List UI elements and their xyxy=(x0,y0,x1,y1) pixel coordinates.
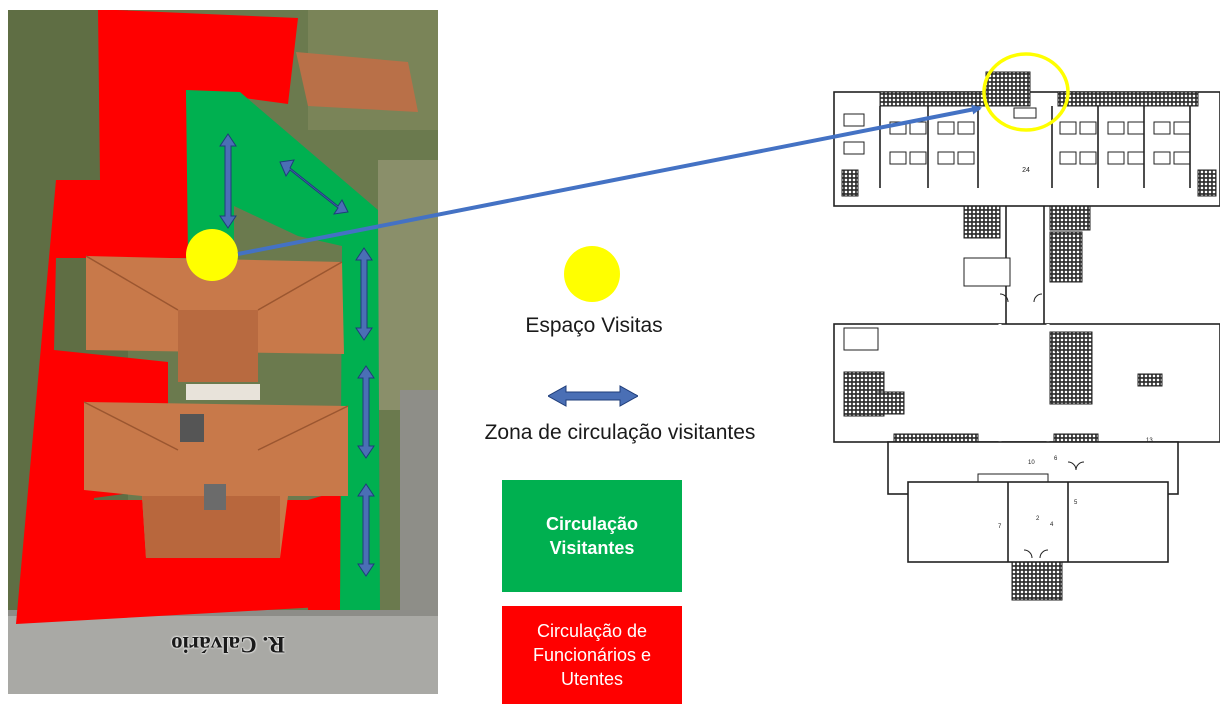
room-number: 7 xyxy=(998,524,1002,530)
double-arrow-icon xyxy=(357,483,375,577)
legend-staff-circulation-label: Circulação de Funcionários e Utentes xyxy=(532,621,652,689)
room-number: 24 xyxy=(1022,167,1030,174)
double-arrow-icon xyxy=(355,247,373,341)
room-number: 13 xyxy=(1146,438,1153,444)
legend-visit-space-dot xyxy=(564,246,620,302)
double-arrow-icon xyxy=(219,133,237,229)
floor-plan: 24 12 17 13 10 6 7 2 4 5 xyxy=(828,62,1220,608)
room-number: 12 xyxy=(962,434,969,440)
legend-staff-circulation-box: Circulação de Funcionários e Utentes xyxy=(502,606,682,704)
street-label: R. Calvário xyxy=(171,632,285,657)
room-number: 6 xyxy=(1054,456,1058,462)
legend-visitor-circulation-label: Circulação Visitantes xyxy=(545,514,639,558)
room-number: 5 xyxy=(1074,500,1078,506)
legend-visitor-circulation-box: Circulação Visitantes xyxy=(502,480,682,592)
room-number: 10 xyxy=(1028,460,1035,466)
room-number: 4 xyxy=(1050,522,1054,528)
room-number: 17 xyxy=(1054,348,1061,354)
legend-circulation-zone-label: Zona de circulação visitantes xyxy=(484,421,756,444)
legend-double-arrow-icon xyxy=(546,384,640,408)
double-arrow-icon xyxy=(357,365,375,459)
room-number: 2 xyxy=(1036,516,1040,522)
legend-visit-space-label: Espaço Visitas xyxy=(525,314,663,337)
aerial-map xyxy=(8,10,438,694)
visit-space-marker xyxy=(186,229,238,281)
